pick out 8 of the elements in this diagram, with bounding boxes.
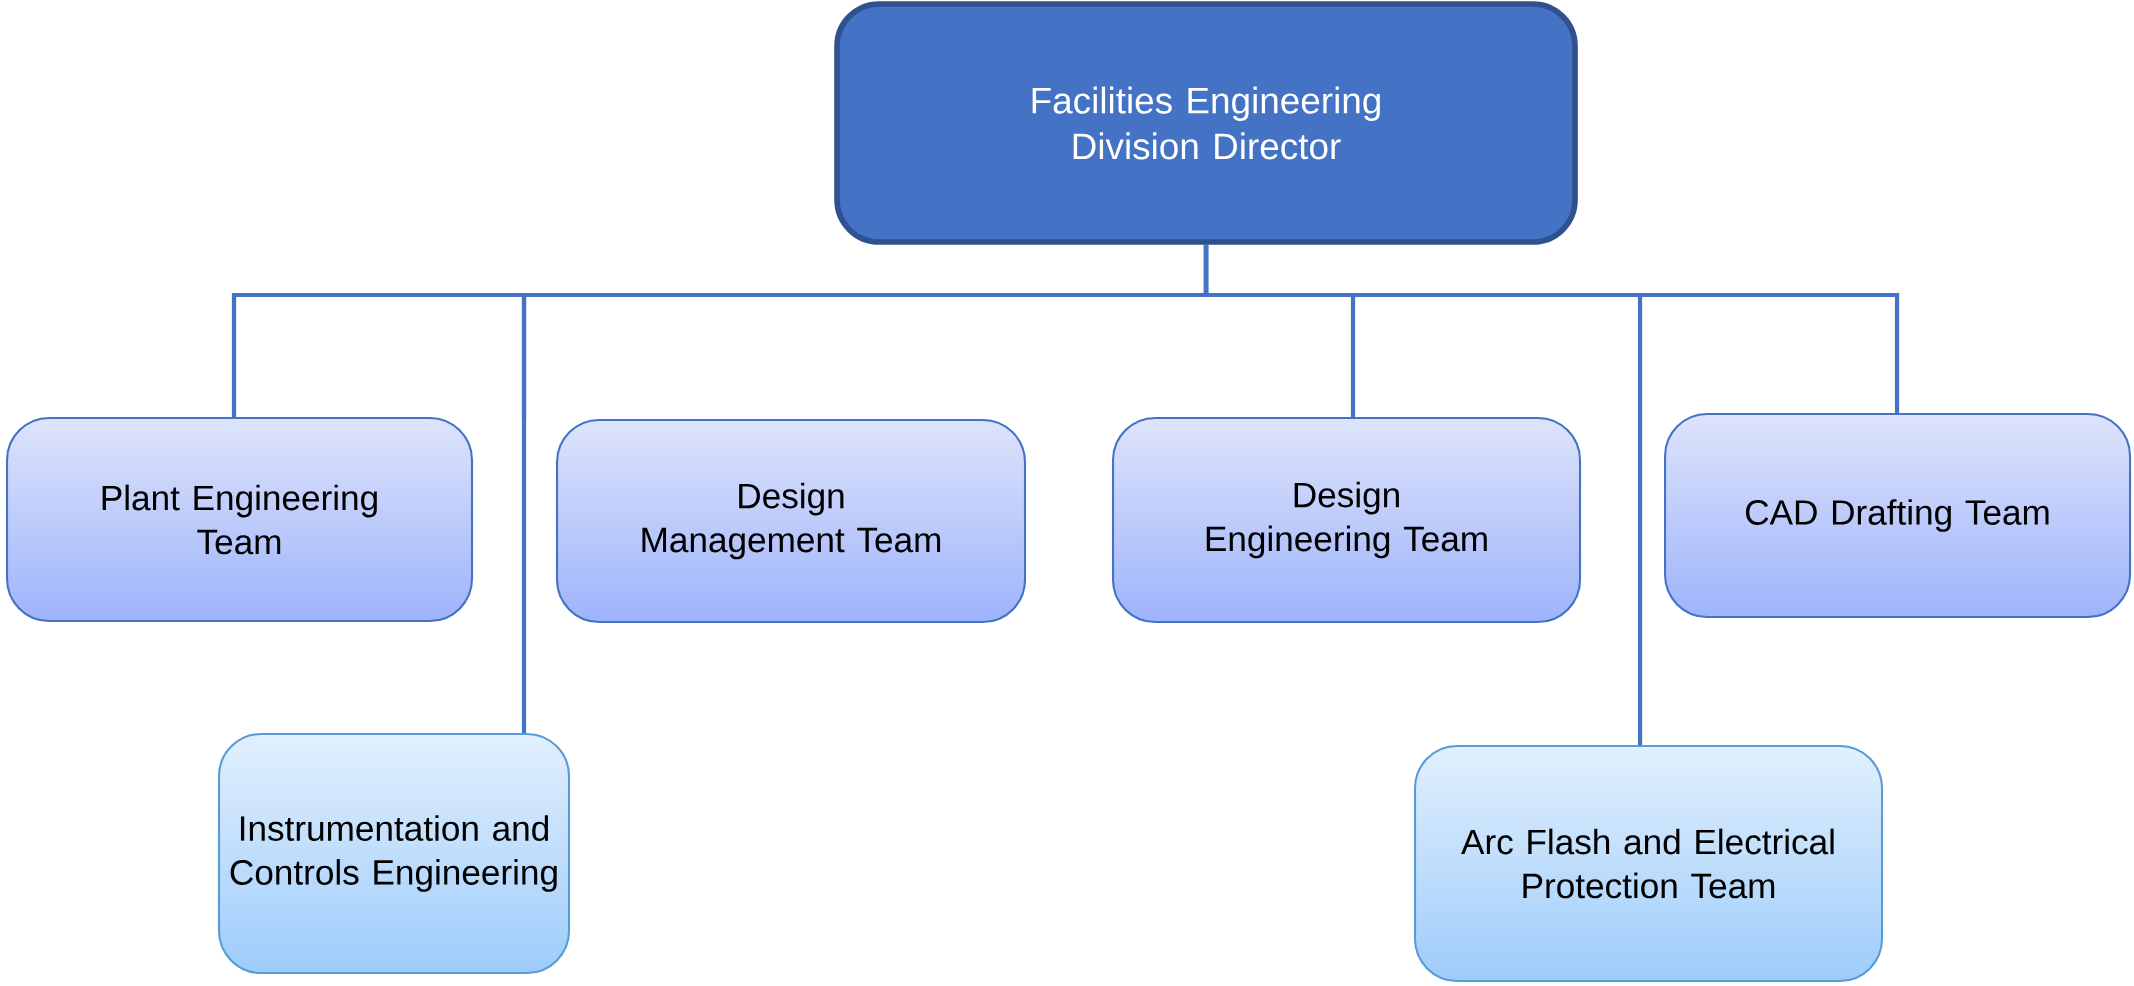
connector-line	[1203, 244, 1643, 745]
team-box: CAD Drafting Team	[1664, 412, 2132, 619]
team-box: Arc Flash and Electrical Protection Team	[1413, 744, 1884, 983]
team-box: Instrumentation and Controls Engineering	[217, 732, 571, 975]
team-box: Plant Engineering Team	[5, 416, 474, 623]
team-box: Design Engineering Team	[1111, 416, 1582, 624]
team-box: Design Management Team	[555, 418, 1027, 624]
director-box: Facilities Engineering Division Director	[834, 1, 1578, 245]
